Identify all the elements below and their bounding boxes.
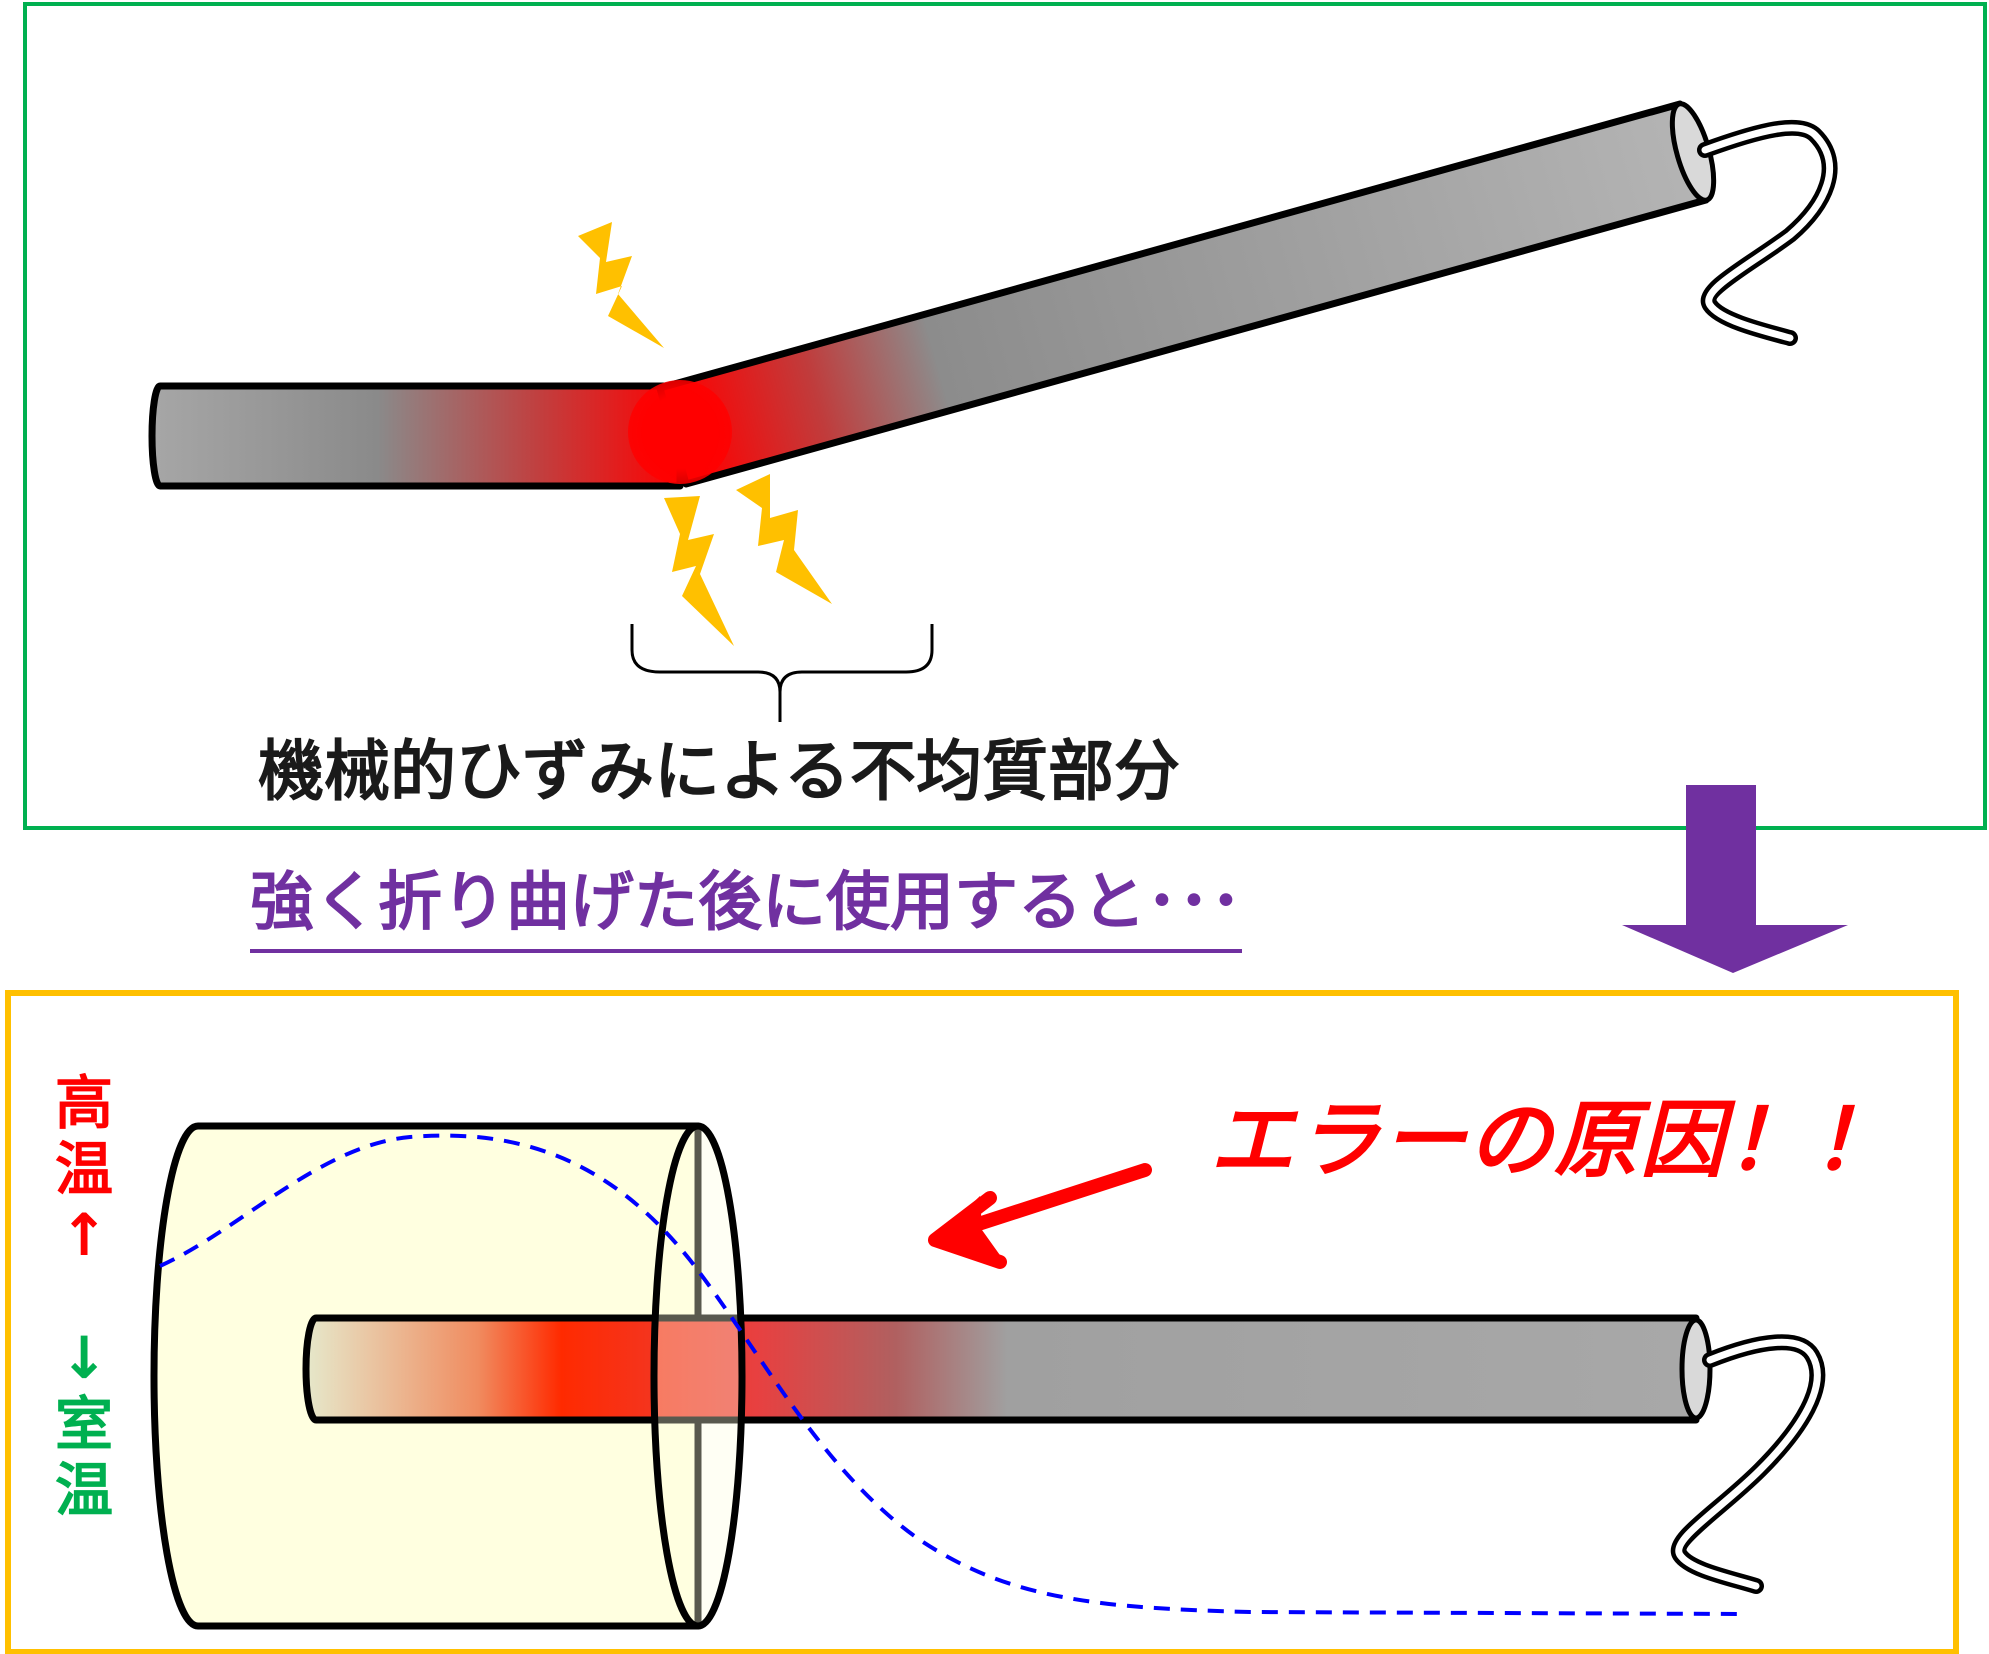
bent-probe [148, 100, 1717, 490]
probe-end-cap [1679, 1317, 1713, 1421]
furnace-opening [650, 1122, 746, 1630]
error-cause-label: エラーの原因！！ [1210, 1091, 1899, 1189]
straight-probe [302, 1314, 1713, 1424]
bottom-panel-border [5, 990, 1959, 1654]
transition-note: 強く折り曲げた後に使用すると･･･ [250, 851, 1242, 953]
region-brace [630, 624, 934, 722]
probe-right-segment [656, 100, 1710, 488]
spark-group [578, 222, 832, 646]
spark-icon [664, 496, 734, 646]
probe-left-segment [148, 382, 684, 490]
room-temperature-label: ↓室温 [54, 1324, 113, 1524]
wire-lead-icon [1697, 119, 1838, 346]
high-temperature-label: 高温↑ [54, 1069, 113, 1269]
strain-region-caption: 機械的ひずみによる不均質部分 [258, 733, 1181, 810]
top-panel-border [23, 2, 1987, 830]
left-arrow-icon [928, 1163, 1152, 1269]
down-arrow-icon [1622, 785, 1848, 973]
probe-body [302, 1314, 1700, 1424]
spark-icon [736, 474, 832, 604]
spark-icon [578, 222, 664, 348]
strain-hotspot [628, 380, 732, 484]
wire-lead-icon [1670, 1334, 1826, 1594]
